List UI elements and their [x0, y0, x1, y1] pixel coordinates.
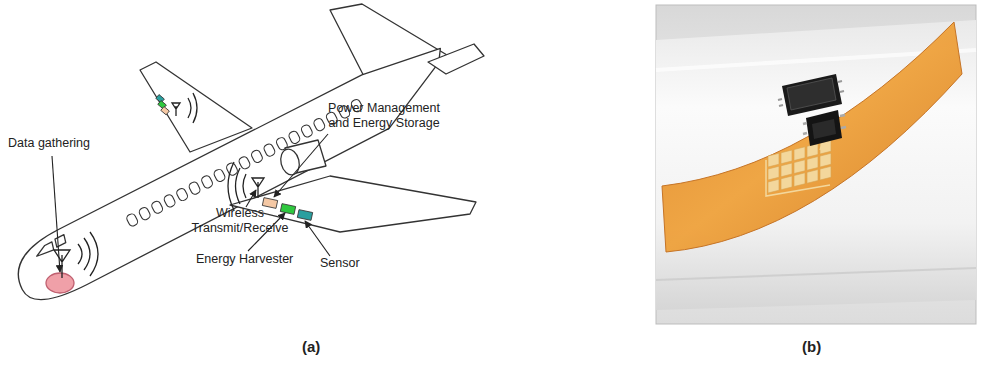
callout-label: Energy Harvester: [196, 252, 293, 267]
callout-label: Power Management and Energy Storage: [322, 101, 446, 131]
far-module: [161, 107, 170, 115]
window: [250, 149, 263, 164]
window: [288, 130, 301, 145]
window: [125, 213, 138, 228]
photo: [656, 5, 976, 324]
window: [188, 181, 201, 196]
callout-label: Data gathering: [8, 136, 90, 151]
wing-modules: [156, 95, 313, 221]
power-module: [262, 198, 277, 209]
connector: [803, 110, 846, 146]
stabilizer: [428, 44, 484, 74]
window: [200, 174, 213, 189]
callout-label: Sensor: [320, 256, 360, 271]
chip: [778, 74, 844, 116]
window: [163, 194, 176, 209]
window: [138, 206, 151, 221]
engine-intake: [278, 147, 302, 177]
window: [263, 143, 276, 158]
far-wing: [140, 62, 252, 152]
window: [150, 200, 163, 215]
window: [225, 162, 238, 177]
airplane: [5, 4, 484, 312]
glass-cylinder: [656, 20, 976, 310]
leader-lines: [52, 134, 330, 272]
callout-label: Wireless Transmit/Receive: [190, 206, 290, 236]
pad-array: [768, 140, 831, 193]
sensor-module: [297, 210, 312, 221]
window: [313, 117, 326, 132]
flex-pcb: [662, 22, 962, 252]
window: [175, 187, 188, 202]
panel-label: (b): [802, 338, 821, 356]
panel-label: (a): [302, 338, 320, 356]
fuselage: [5, 38, 463, 312]
window: [213, 168, 226, 183]
harvester-module: [280, 204, 295, 215]
window: [300, 124, 313, 139]
